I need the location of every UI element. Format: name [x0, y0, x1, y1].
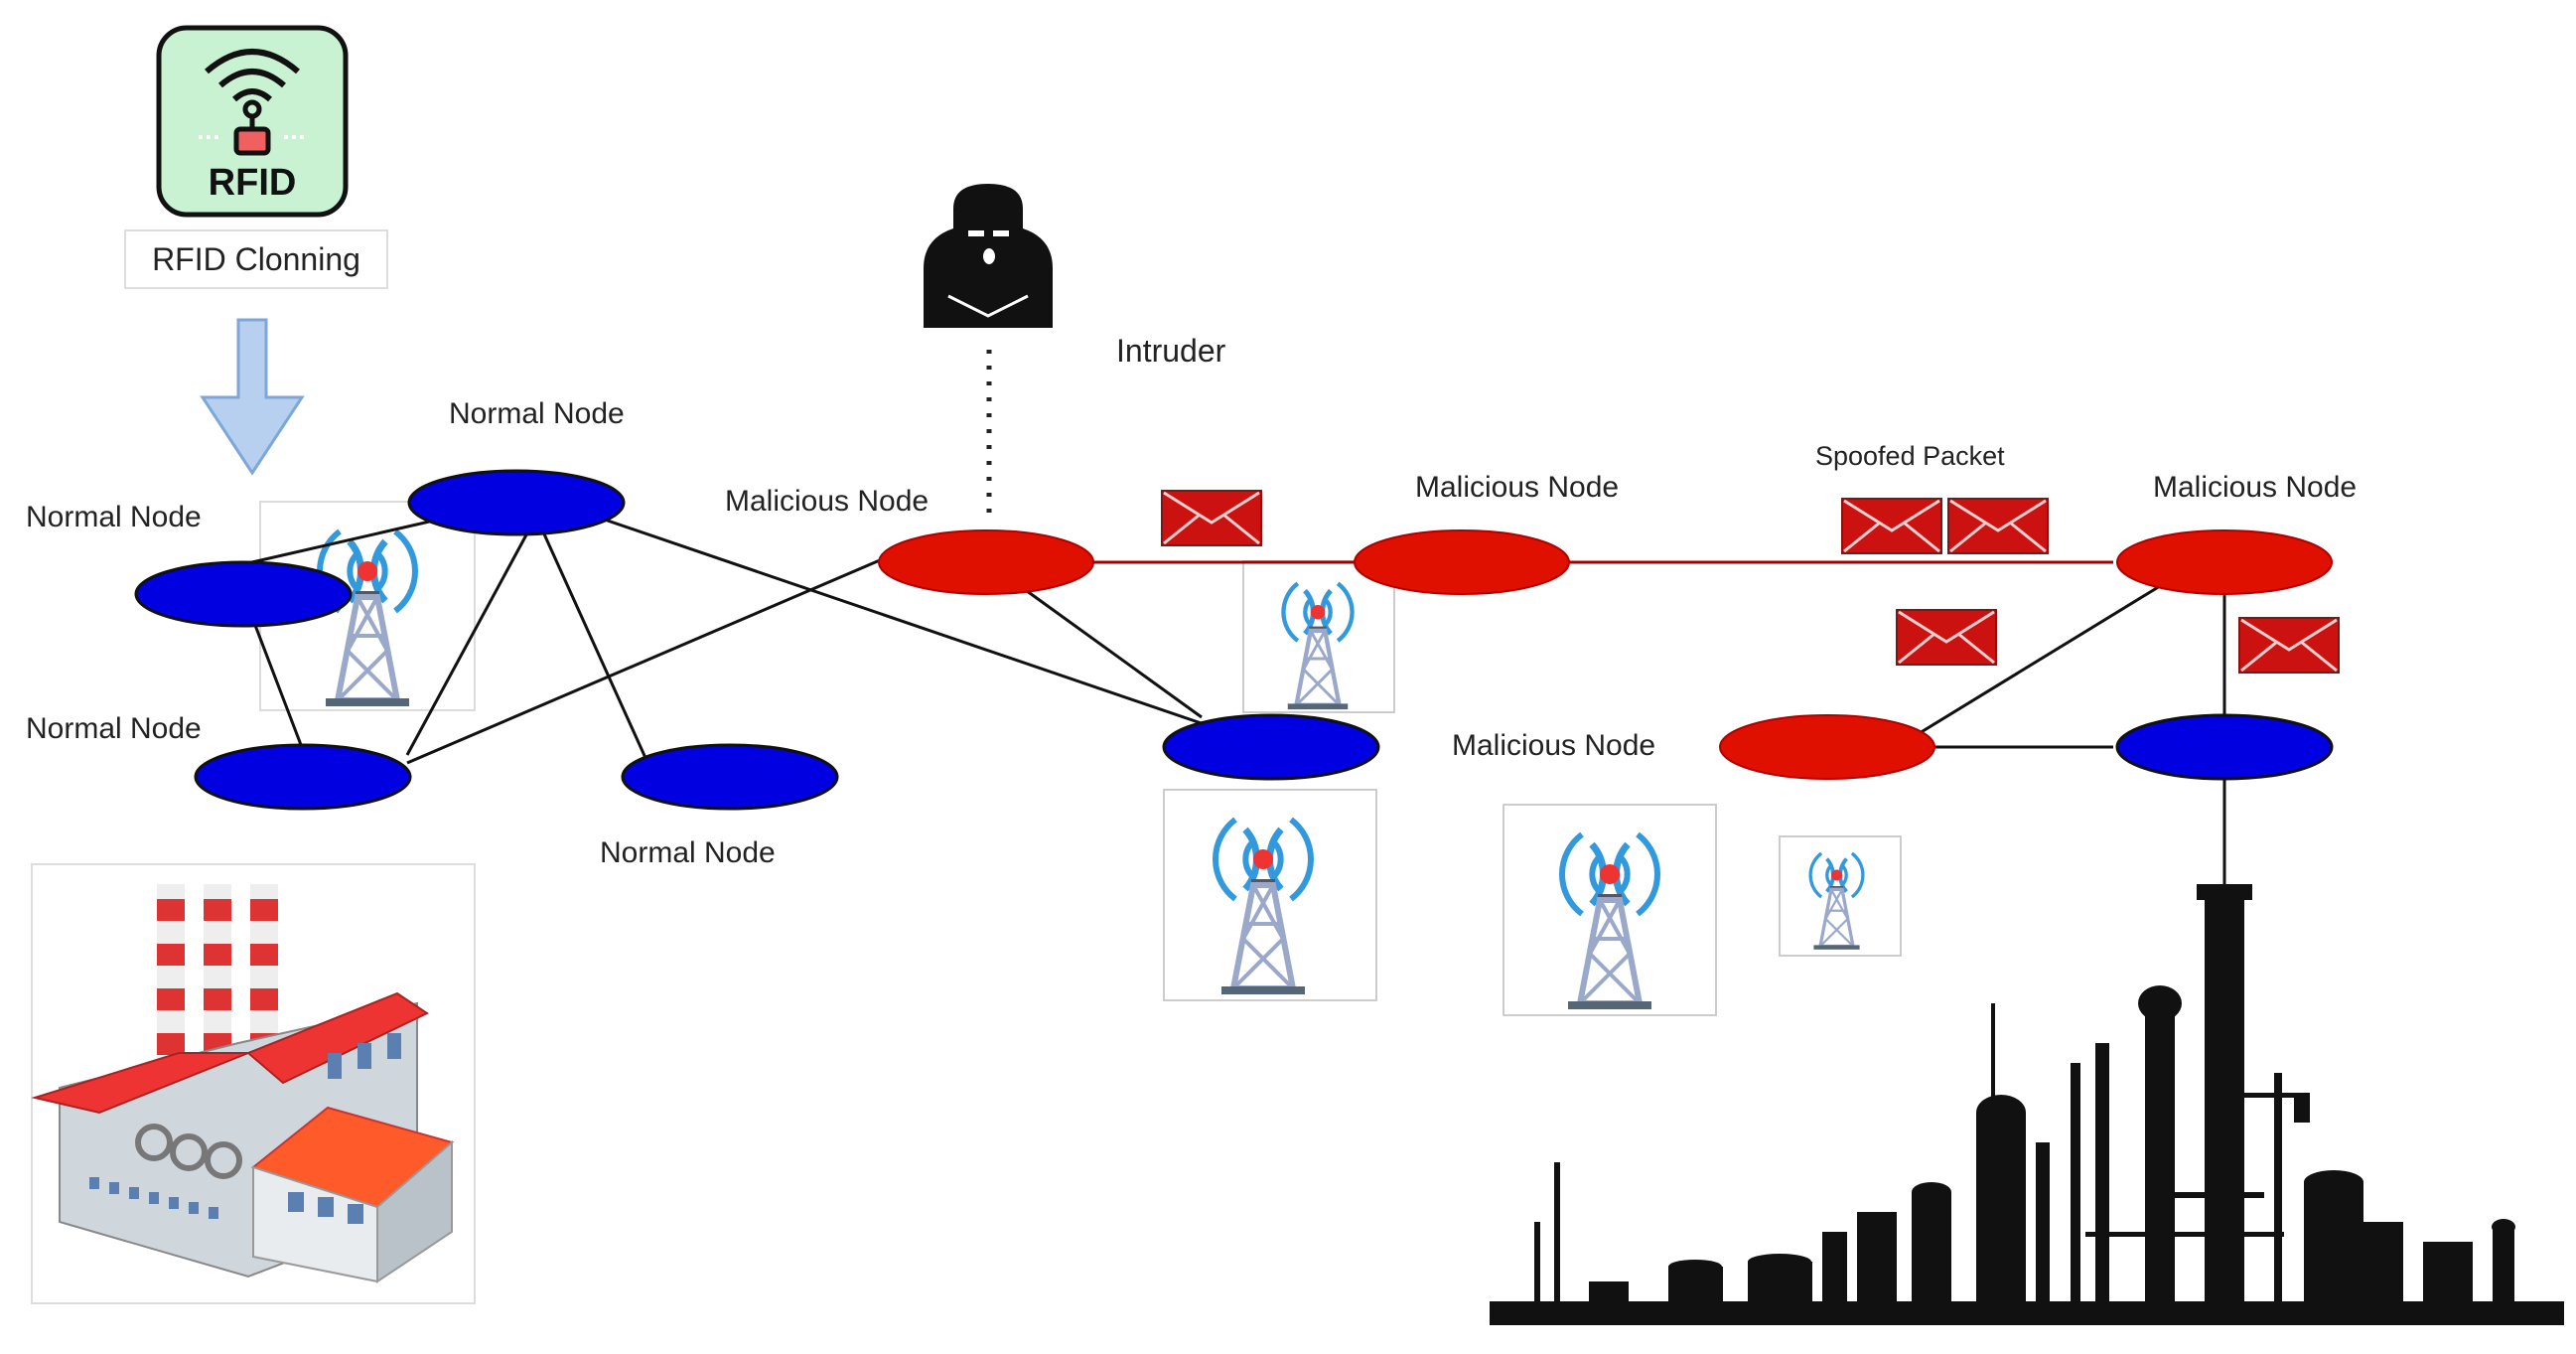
envelope-icon	[1840, 497, 1943, 555]
tower-box-small	[1779, 835, 1902, 957]
malicious-node[interactable]	[878, 529, 1094, 595]
normal-node[interactable]	[134, 560, 353, 628]
down-arrow-icon	[200, 318, 305, 476]
rfid-caption: RFID Clonning	[152, 241, 360, 277]
label-normal-node-1: Normal Node	[26, 501, 202, 533]
normal-node[interactable]	[621, 743, 839, 811]
factory-icon	[31, 884, 455, 1283]
industrial-skyline-icon	[1490, 884, 2564, 1325]
envelope-icon	[1895, 608, 1998, 667]
label-normal-node-3: Normal Node	[26, 712, 202, 745]
envelope-icon	[2237, 616, 2341, 675]
malicious-nodes	[878, 529, 2333, 780]
label-malicious-node-4: Malicious Node	[1452, 729, 1655, 762]
envelope-icon	[1946, 497, 2050, 555]
rfid-icon-text: RFID	[209, 162, 297, 204]
normal-node[interactable]	[407, 469, 626, 536]
malicious-node[interactable]	[2116, 529, 2333, 595]
label-malicious-node-2: Malicious Node	[1415, 471, 1619, 504]
malicious-node[interactable]	[1354, 529, 1570, 595]
label-normal-node-4: Normal Node	[600, 836, 776, 869]
label-normal-node-2: Normal Node	[449, 397, 625, 430]
intruder-label: Intruder	[1116, 333, 1226, 369]
tower-box-lower-center	[1163, 789, 1377, 1001]
normal-nodes	[134, 469, 2334, 811]
normal-node[interactable]	[194, 743, 412, 811]
normal-node[interactable]	[1162, 713, 1380, 781]
label-spoofed-packet: Spoofed Packet	[1815, 441, 2005, 471]
tower-box-right	[1503, 804, 1717, 1016]
malicious-node[interactable]	[1719, 714, 1935, 780]
label-malicious-node-1: Malicious Node	[725, 485, 929, 518]
envelope-icon	[1160, 489, 1263, 547]
rfid-caption-box	[124, 229, 388, 289]
label-malicious-node-3: Malicious Node	[2153, 471, 2357, 504]
tower-box-center	[1242, 560, 1395, 713]
normal-node[interactable]	[2115, 713, 2334, 781]
hooded-intruder-icon	[924, 184, 1053, 328]
rfid-tag-icon: RFID	[156, 25, 349, 218]
